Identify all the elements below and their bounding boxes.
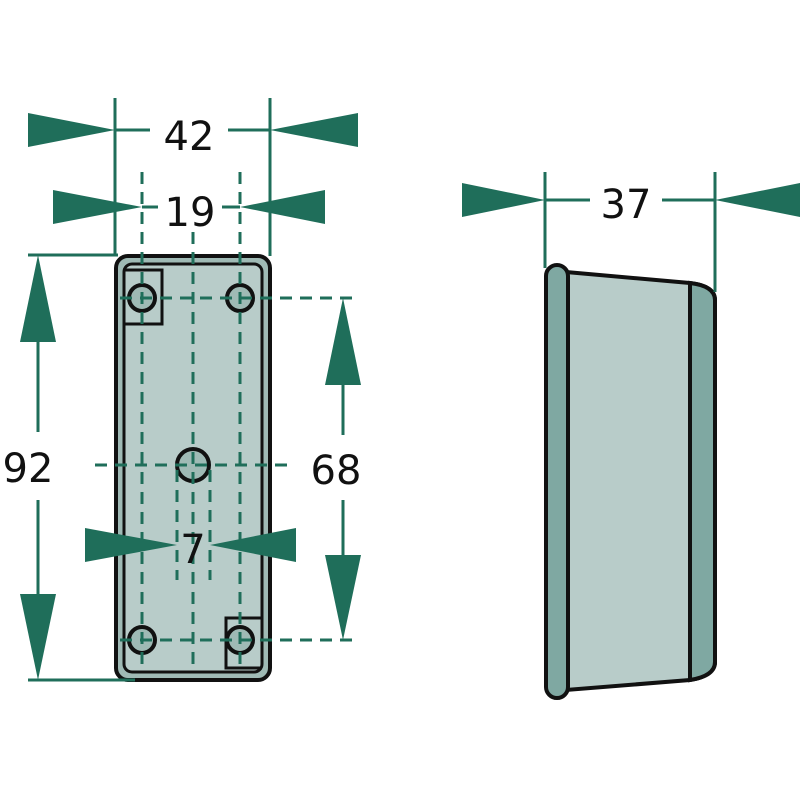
dimension-19: 19 — [53, 190, 325, 236]
front-view — [95, 172, 358, 682]
centerlines — [95, 172, 358, 670]
dimension-label-92: 92 — [3, 446, 54, 492]
dimension-label-37: 37 — [601, 182, 652, 228]
dimension-label-42: 42 — [164, 114, 215, 160]
side-view — [544, 263, 717, 700]
dimension-92: 92 — [3, 253, 135, 682]
dimension-68: 68 — [311, 298, 362, 640]
dimension-37: 37 — [462, 172, 800, 292]
dimension-42: 42 — [28, 98, 358, 256]
dimension-7: 7 — [85, 527, 296, 573]
dimension-label-7: 7 — [180, 527, 205, 573]
lens-rim — [688, 280, 717, 683]
dimension-label-68: 68 — [311, 448, 362, 494]
mounting-flange — [544, 263, 570, 700]
dimension-label-19: 19 — [165, 190, 216, 236]
